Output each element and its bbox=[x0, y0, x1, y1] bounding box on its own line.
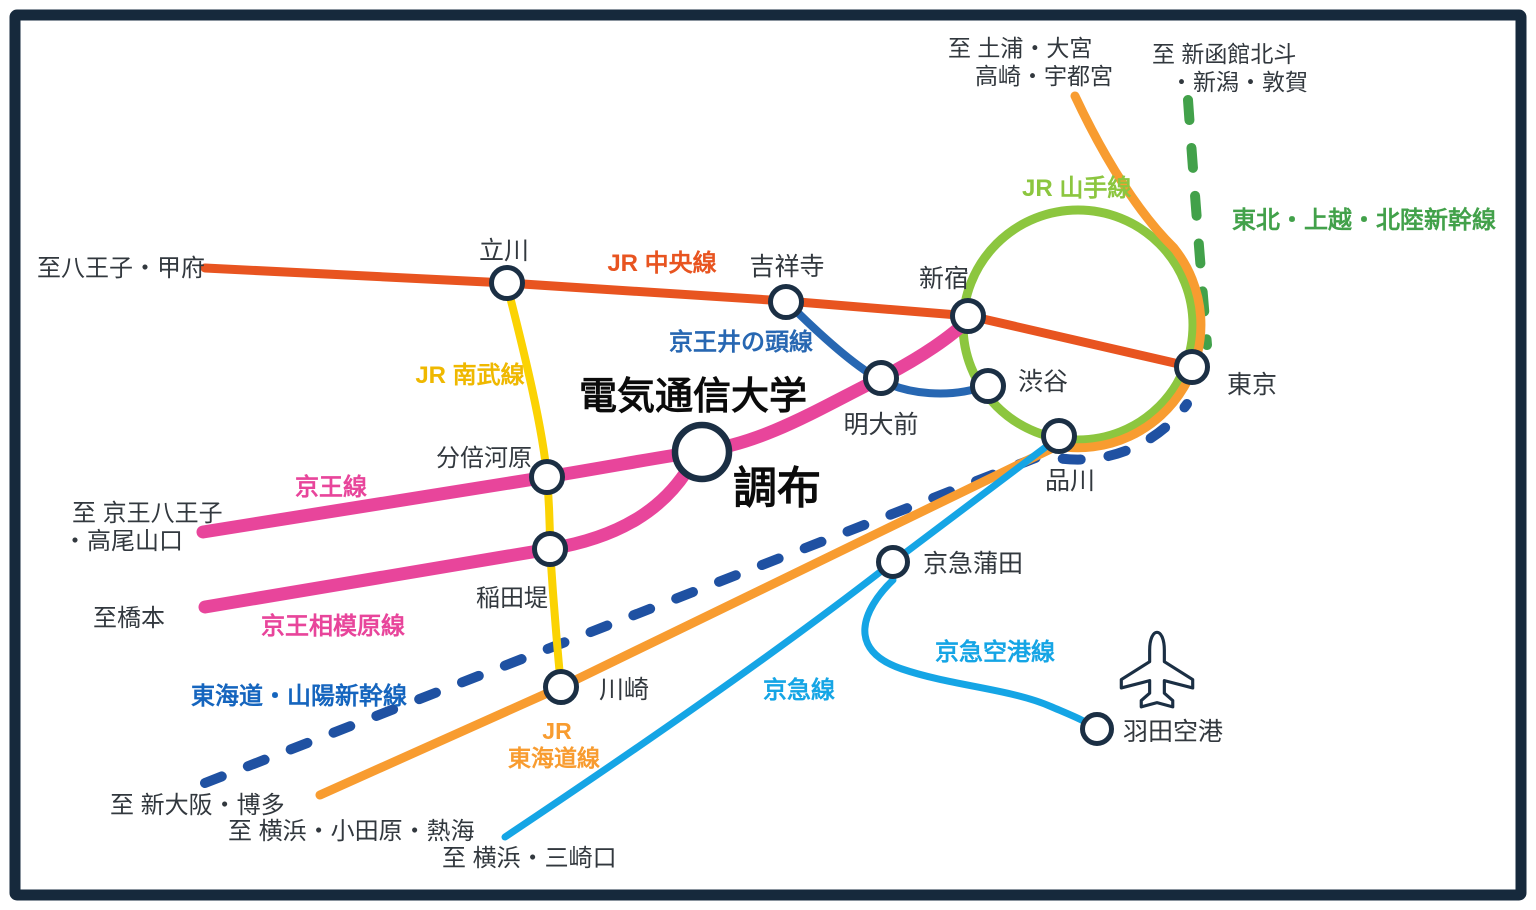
line-keikyu-airport bbox=[861, 576, 1100, 733]
line-labels: JR 中央線 JR 南武線 京王井の頭線 JR 山手線 東北・上越・北陸新幹線 … bbox=[191, 174, 1496, 771]
station-label-inadazutsumi: 稲田堤 bbox=[476, 585, 548, 612]
terminal-label-shin-hakodate: 至 新函館北斗 bbox=[1152, 41, 1296, 67]
chofu-station-label: 調布 bbox=[733, 464, 821, 513]
station-markers bbox=[489, 265, 1210, 746]
station-label-shinagawa: 品川 bbox=[1045, 467, 1095, 495]
airplane-icon-path bbox=[1119, 630, 1195, 709]
station-haneda bbox=[1080, 712, 1114, 746]
station-kichijoji bbox=[768, 284, 804, 320]
line-label-nambu: JR 南武線 bbox=[415, 361, 524, 389]
line-label-keio-sagamihara: 京王相模原線 bbox=[261, 612, 405, 640]
station-label-tokyo: 東京 bbox=[1227, 371, 1277, 399]
station-chofu bbox=[671, 421, 733, 483]
station-kawasaki bbox=[543, 669, 579, 705]
terminal-label-shin-osaka-hakata: 至 新大阪・博多 bbox=[110, 792, 285, 819]
line-label-yamanote: JR 山手線 bbox=[1022, 174, 1131, 202]
terminal-label-hachioji-kofu: 至八王子・甲府 bbox=[37, 255, 205, 282]
station-label-kichijoji: 吉祥寺 bbox=[749, 253, 824, 281]
line-label-keio: 京王線 bbox=[295, 473, 367, 501]
terminal-labels: 至八王子・甲府 至 土浦・大宮 高崎・宇都宮 至 新函館北斗 ・新潟・敦賀 至 … bbox=[37, 35, 1308, 872]
title-labels: 電気通信大学 調布 bbox=[579, 375, 821, 513]
line-label-keikyu: 京急線 bbox=[763, 676, 835, 704]
terminal-label-keio-hachioji: 至 京王八王子 bbox=[72, 500, 223, 527]
station-label-kawasaki: 川崎 bbox=[599, 676, 649, 704]
line-keikyu bbox=[501, 433, 1063, 841]
station-shinjuku bbox=[950, 298, 986, 334]
terminal-label-hashimoto: 至橋本 bbox=[93, 605, 165, 632]
line-keio bbox=[196, 312, 976, 539]
station-label-keikyu-kamata: 京急蒲田 bbox=[923, 550, 1023, 578]
university-name-label: 電気通信大学 bbox=[579, 375, 807, 418]
station-label-meidaimae: 明大前 bbox=[843, 411, 918, 439]
line-label-inokashira: 京王井の頭線 bbox=[669, 328, 813, 356]
terminal-label-tsuchiura-omiya: 至 土浦・大宮 bbox=[948, 35, 1092, 61]
station-inadazutsumi bbox=[532, 531, 568, 567]
terminal-label-takasaki-utsunomiya: 高崎・宇都宮 bbox=[975, 63, 1113, 89]
airplane-icon bbox=[1119, 630, 1195, 709]
line-label-tohoku-shinkansen: 東北・上越・北陸新幹線 bbox=[1232, 206, 1496, 234]
station-shinagawa bbox=[1041, 418, 1077, 454]
station-tachikawa bbox=[489, 265, 525, 301]
line-label-chuo: JR 中央線 bbox=[607, 249, 716, 277]
station-label-shinjuku: 新宿 bbox=[919, 265, 969, 293]
terminal-label-takaosanguchi: ・高尾山口 bbox=[63, 528, 183, 555]
line-label-tokaido-line: 東海道線 bbox=[508, 745, 600, 771]
station-label-bubaigawara: 分倍河原 bbox=[436, 445, 532, 472]
station-bubaigawara bbox=[529, 459, 565, 495]
line-label-keikyu-airport: 京急空港線 bbox=[935, 638, 1055, 666]
map-frame bbox=[9, 9, 1527, 901]
terminal-label-yokohama-misakiguchi: 至 横浜・三崎口 bbox=[442, 845, 617, 872]
station-label-haneda: 羽田空港 bbox=[1123, 718, 1223, 746]
station-tokyo bbox=[1174, 349, 1210, 385]
line-tokaido-shinkansen bbox=[200, 399, 1192, 788]
line-nambu bbox=[503, 281, 565, 691]
station-label-tachikawa: 立川 bbox=[479, 237, 529, 265]
station-label-shibuya: 渋谷 bbox=[1018, 368, 1068, 396]
station-keikyu-kamata bbox=[876, 545, 910, 579]
station-labels: 立川 吉祥寺 新宿 明大前 渋谷 東京 品川 分倍河原 稲田堤 川崎 京急蒲田 … bbox=[436, 237, 1277, 746]
terminal-label-yokohama-odawara: 至 横浜・小田原・熱海 bbox=[228, 818, 475, 845]
line-tokaido bbox=[315, 91, 1206, 800]
line-label-tokaido-jr: JR bbox=[542, 718, 572, 744]
terminal-label-niigata-tsuruga: ・新潟・敦賀 bbox=[1170, 69, 1308, 95]
station-shibuya bbox=[970, 368, 1006, 404]
line-label-tokaido-shinkansen: 東海道・山陽新幹線 bbox=[191, 682, 407, 710]
station-meidaimae bbox=[863, 360, 899, 396]
